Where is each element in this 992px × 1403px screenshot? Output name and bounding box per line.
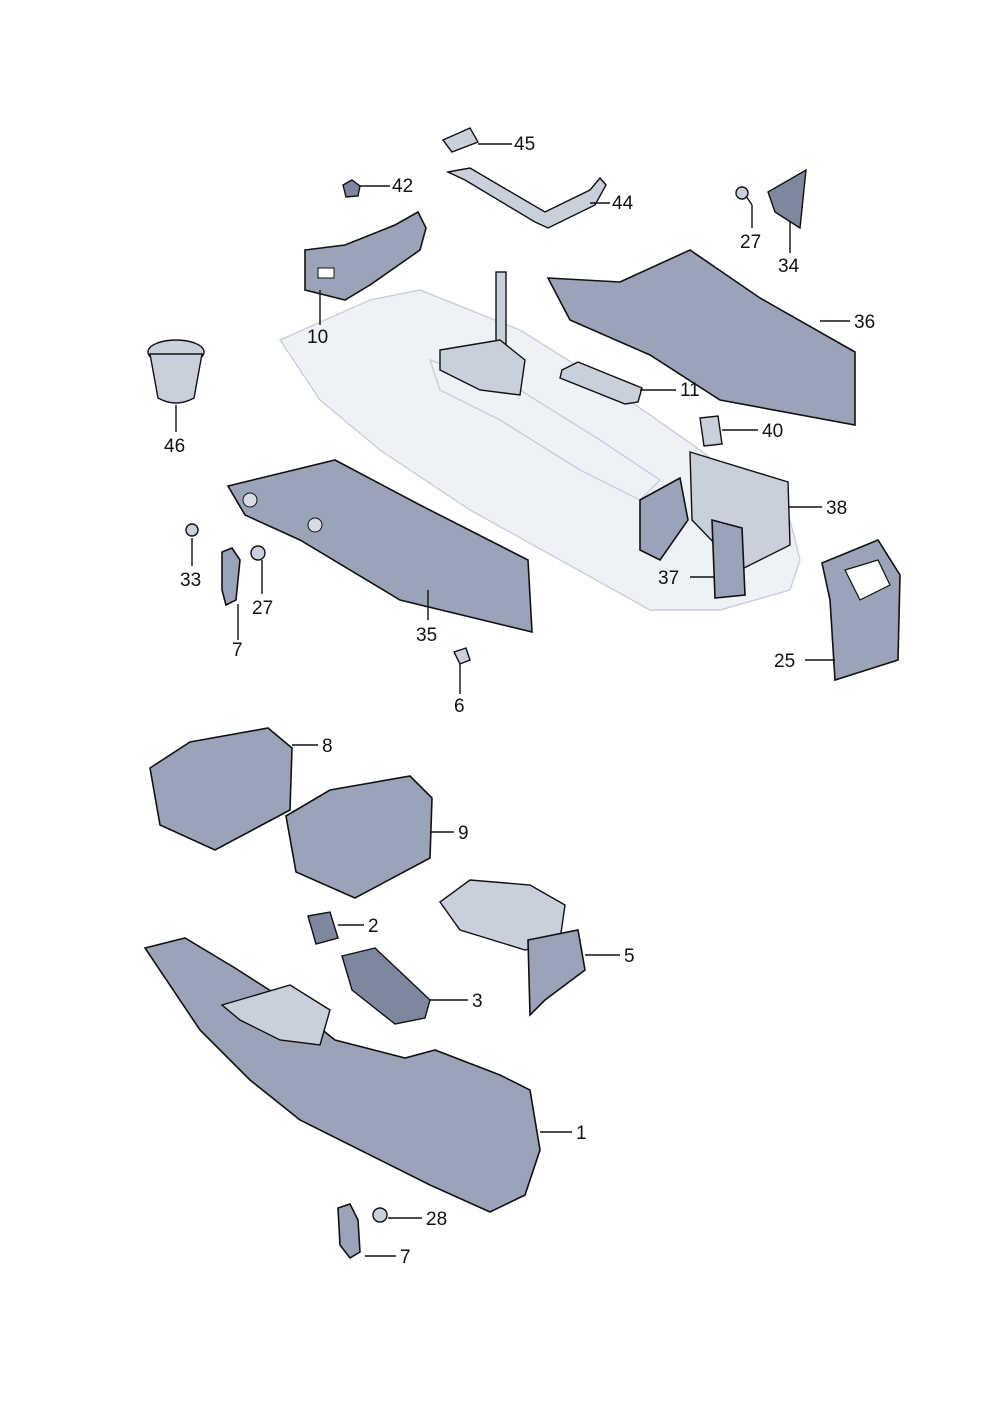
part-6-clip bbox=[453, 647, 471, 665]
part-44-bracket bbox=[445, 167, 607, 229]
callout-33: 33 bbox=[180, 570, 201, 591]
part-37-duct bbox=[639, 476, 746, 599]
part-42-nut bbox=[342, 179, 361, 198]
callout-8: 8 bbox=[322, 736, 333, 757]
part-40-clip bbox=[699, 415, 723, 447]
callout-1: 1 bbox=[576, 1123, 587, 1144]
part-35-side-trim-left bbox=[226, 459, 533, 634]
part-36-side-trim-right bbox=[546, 249, 856, 426]
callout-2: 2 bbox=[368, 916, 379, 937]
callout-38: 38 bbox=[826, 498, 847, 519]
part-3-tray bbox=[341, 947, 431, 1025]
part-5-armrest bbox=[439, 879, 586, 1017]
callout-10: 10 bbox=[307, 327, 328, 348]
part-1-center-console bbox=[143, 937, 541, 1213]
part-7-cap-upper bbox=[221, 547, 241, 607]
callout-7-upper: 7 bbox=[232, 640, 243, 661]
part-25-rear-cover bbox=[821, 539, 901, 682]
callout-25: 25 bbox=[774, 651, 795, 672]
callout-27-top: 27 bbox=[740, 232, 761, 253]
part-11-strip bbox=[559, 361, 643, 405]
part-10-bracket bbox=[304, 210, 427, 301]
callout-3: 3 bbox=[472, 991, 483, 1012]
part-27-screw-left bbox=[250, 545, 266, 561]
part-28-screw bbox=[372, 1207, 388, 1223]
callout-11: 11 bbox=[680, 380, 700, 401]
callout-34: 34 bbox=[778, 256, 800, 277]
callout-46: 46 bbox=[164, 436, 185, 457]
part-7-cap-lower bbox=[337, 1203, 361, 1260]
gear-lever bbox=[439, 271, 526, 396]
callout-28: 28 bbox=[426, 1209, 447, 1230]
part-33-fastener bbox=[185, 523, 199, 537]
part-9-holder bbox=[285, 775, 433, 899]
part-27-screw-top bbox=[735, 186, 753, 206]
callout-27-left: 27 bbox=[252, 598, 273, 619]
callout-44: 44 bbox=[612, 193, 634, 214]
callout-7-lower: 7 bbox=[400, 1247, 411, 1268]
part-34-cover bbox=[767, 168, 807, 230]
callout-40: 40 bbox=[762, 421, 783, 442]
leader-lines bbox=[175, 143, 850, 1257]
callout-36: 36 bbox=[854, 312, 875, 333]
callout-5: 5 bbox=[624, 946, 635, 967]
part-46-cup bbox=[147, 339, 205, 404]
part-45-clip bbox=[441, 127, 480, 153]
callout-labels: 45 42 44 27 34 10 36 46 11 40 38 33 27 3… bbox=[164, 134, 875, 1268]
callout-6: 6 bbox=[454, 696, 465, 717]
callout-37: 37 bbox=[658, 568, 679, 589]
callout-45: 45 bbox=[514, 134, 535, 155]
part-2-insert bbox=[307, 911, 339, 945]
callout-42: 42 bbox=[392, 176, 413, 197]
part-8-holder bbox=[149, 727, 293, 851]
callout-9: 9 bbox=[458, 823, 469, 844]
callout-35: 35 bbox=[416, 625, 437, 646]
